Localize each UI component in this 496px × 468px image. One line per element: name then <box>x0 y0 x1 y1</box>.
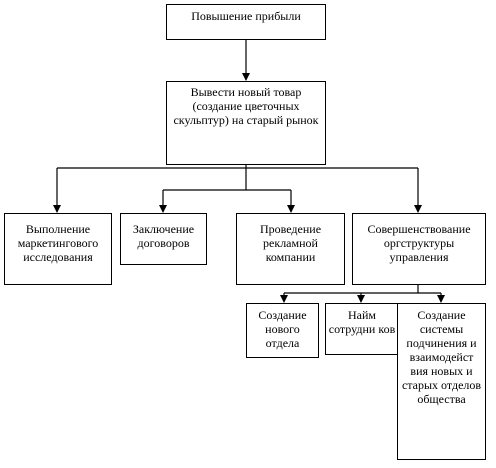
subtask-label: Создание системы подчинения и взаимодейс… <box>401 308 482 406</box>
task-box-contracts: Заключение договоров <box>120 213 207 265</box>
task-label: Выполнение маркетингового исследования <box>17 222 99 264</box>
task-box-marketing: Выполнение маркетингового исследования <box>4 213 112 285</box>
subtask-label: Найм сотрудни ков <box>328 308 396 336</box>
subtask-box-new-department: Создание нового отдела <box>246 303 319 358</box>
goal-box: Вывести новый товар (создание цветочных … <box>166 81 326 165</box>
root-box: Повышение прибыли <box>166 4 326 40</box>
subtask-box-hiring: Найм сотрудни ков <box>325 303 399 355</box>
goal-label: Вывести новый товар (создание цветочных … <box>173 85 319 127</box>
task-label: Проведение рекламной компании <box>259 222 322 264</box>
task-box-advertising: Проведение рекламной компании <box>236 213 345 285</box>
task-label: Заключение договоров <box>132 222 195 250</box>
task-label: Совершенствование оргструктуры управлени… <box>367 222 471 264</box>
root-label: Повышение прибыли <box>191 9 301 23</box>
subtask-label: Создание нового отдела <box>258 308 307 350</box>
task-box-orgstructure: Совершенствование оргструктуры управлени… <box>352 213 486 285</box>
subtask-box-subordination-system: Создание системы подчинения и взаимодейс… <box>397 303 486 460</box>
